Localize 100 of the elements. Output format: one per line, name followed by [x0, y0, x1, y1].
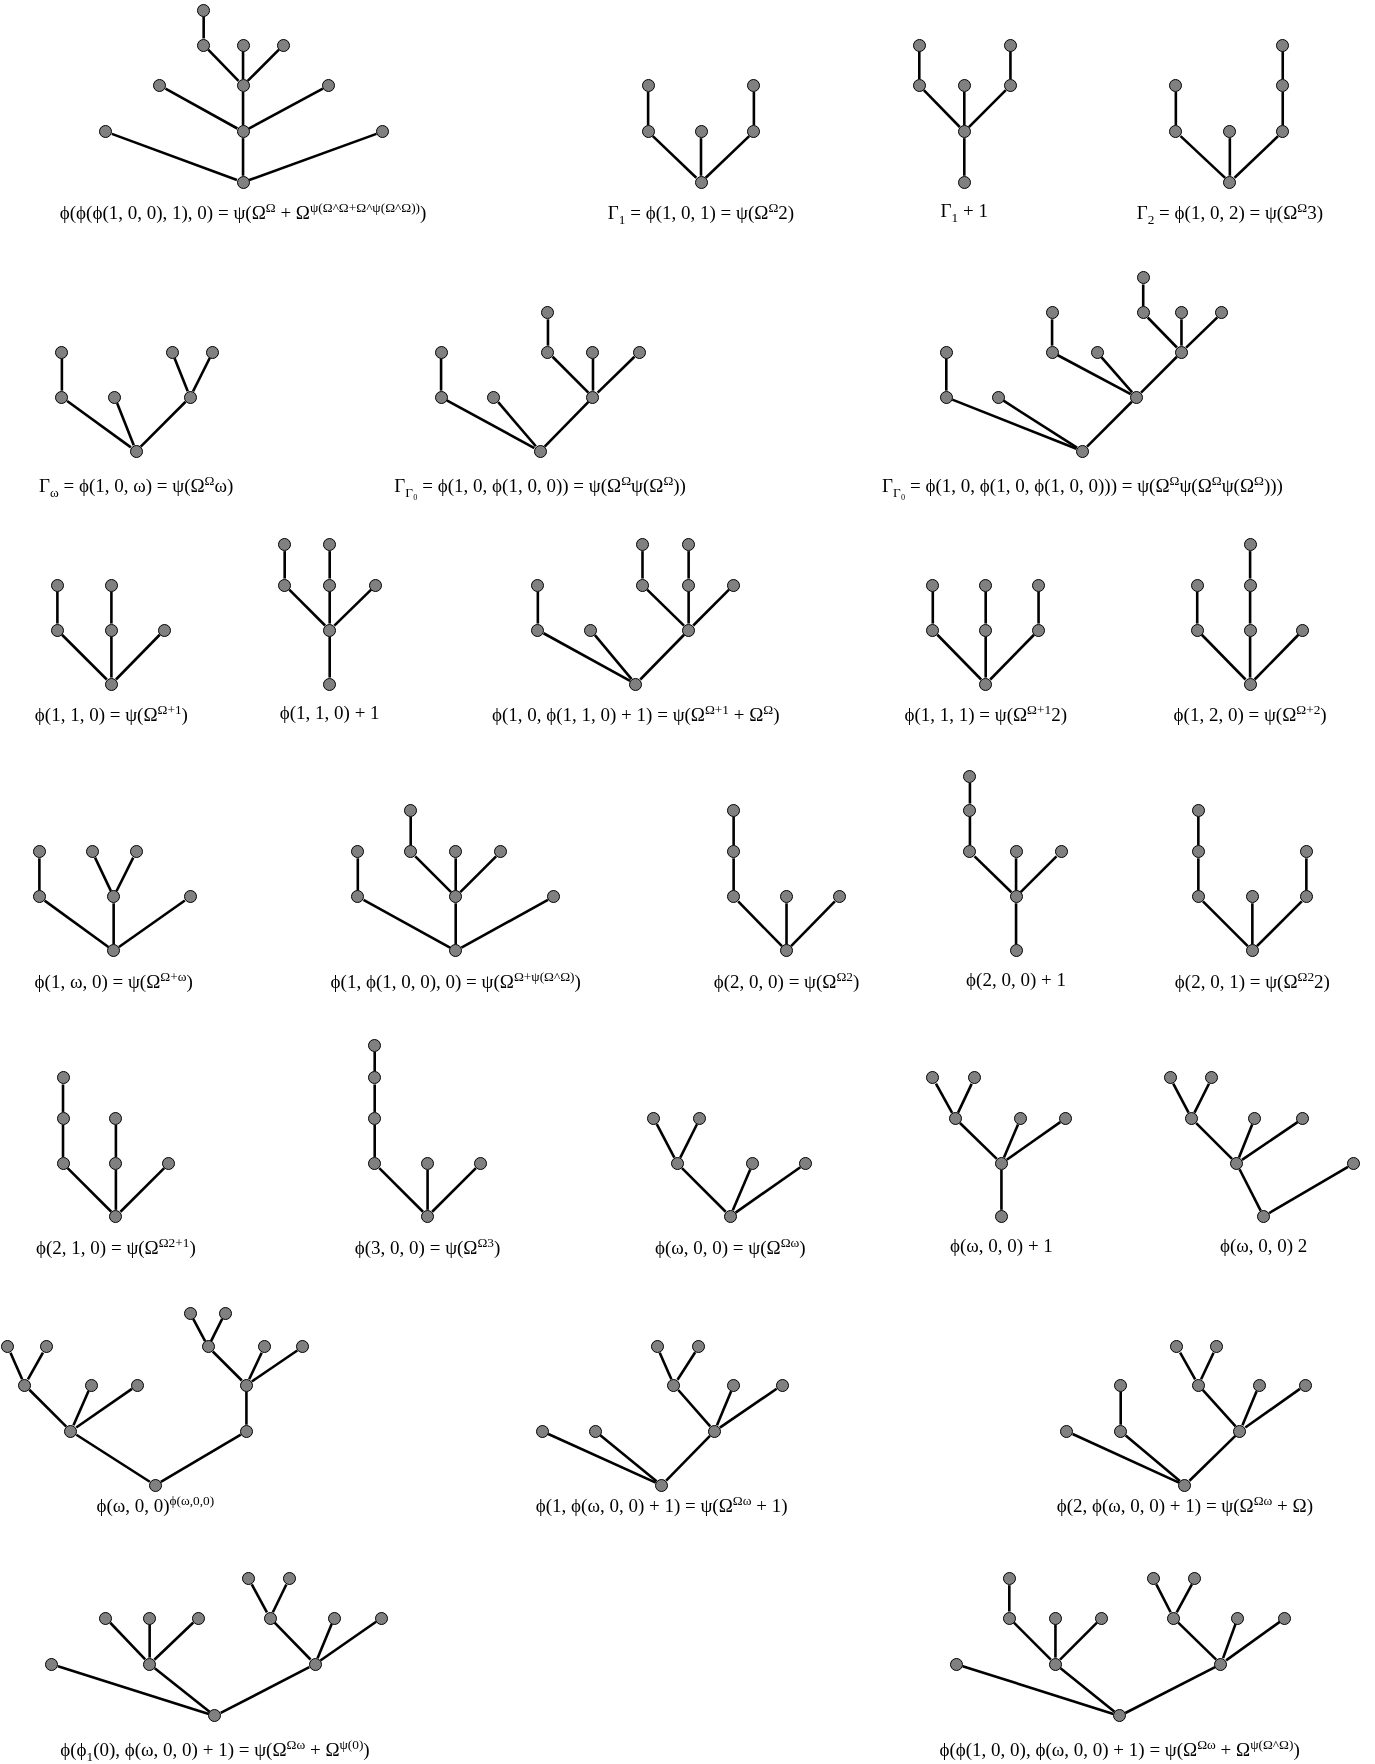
tree-vertex	[780, 890, 793, 904]
tree-vertex	[694, 125, 708, 139]
tree-vertex	[494, 845, 508, 859]
tree-edge	[110, 591, 113, 624]
tree-edge	[43, 899, 110, 949]
tree-vertex	[727, 845, 741, 859]
tree-vertex	[979, 623, 993, 637]
tree-vertex	[1002, 1572, 1016, 1586]
tree-edge	[119, 1167, 166, 1213]
tree-vertex	[1114, 1424, 1128, 1438]
tree-vertex	[1296, 1111, 1310, 1125]
tree-edge	[283, 551, 286, 579]
tree-vertex	[547, 890, 561, 904]
tree-edge	[1002, 1123, 1020, 1158]
tree-vertex	[531, 623, 545, 637]
tree-vertex	[723, 1209, 737, 1223]
tree-edge	[1305, 858, 1308, 891]
tree-vertex	[242, 1572, 256, 1586]
tree-vertex	[153, 79, 167, 92]
tree-edge	[1244, 1387, 1301, 1429]
tree-edge	[271, 1583, 288, 1613]
tree-edge	[1248, 551, 1252, 579]
tree-vertex	[282, 1572, 296, 1586]
tree-edge	[454, 903, 457, 945]
tree-vertex	[1174, 306, 1188, 320]
ordinal-formula: Γ$_{ω}$ = ϕ(1, 0, ω) = ψ(Ω$^{Ω}$ω)	[38, 472, 234, 501]
tree-edge	[918, 51, 921, 79]
tree-vertex	[130, 1378, 144, 1392]
tree-vertex	[108, 390, 122, 404]
tree-vertex	[323, 538, 337, 552]
tree-edge	[316, 1623, 333, 1659]
tree-edge	[66, 399, 132, 449]
tree-edge	[1000, 1169, 1003, 1210]
tree-vertex	[1298, 1378, 1312, 1392]
tree-edge	[681, 1167, 727, 1213]
tree-vertex	[1223, 125, 1237, 139]
tree-edge	[192, 1318, 207, 1342]
tree-vertex	[162, 1156, 176, 1170]
tree-edge	[248, 1352, 263, 1380]
tree-vertex	[780, 944, 793, 958]
tree-vertex	[939, 390, 953, 404]
tree-vertex	[1191, 890, 1205, 904]
tree-vertex	[1252, 1378, 1266, 1392]
tree-edge	[1199, 1352, 1215, 1380]
ordinal-formula: Γ$_{Γ₀}$ = ϕ(1, 0, ϕ(1, 0, ϕ(1, 0, 0))) = ψ(Ω$^{Ω}$ψ(Ω$^{Ω}$ψ(Ω$^{Ω}$)))	[882, 472, 1283, 501]
ordinal-formula: ϕ(ω, 0, 0)$^{ϕ(ω,0,0)}$	[96, 1493, 215, 1518]
tree-vertex	[632, 345, 646, 359]
tree-vertex	[588, 1424, 602, 1438]
tree-vertex	[799, 1156, 813, 1170]
tree-vertex	[1090, 345, 1104, 359]
tree-vertex	[926, 623, 940, 637]
tree-vertex	[1009, 944, 1023, 958]
ordinal-formula: ϕ(ϕ(ϕ(1, 0, 0), 1), 0) = ψ(Ω$^{Ω}$ + Ω$^{ψ(Ω^Ω+Ω^ψ(Ω^Ω))}$)	[59, 200, 427, 225]
tree-vertex	[636, 578, 649, 592]
tree-edge	[1237, 1124, 1254, 1158]
tree-vertex	[1146, 1572, 1160, 1586]
tree-vertex	[1136, 306, 1150, 320]
tree-vertex	[165, 345, 179, 359]
tree-edge	[962, 1664, 1114, 1716]
tree-edge	[734, 1166, 802, 1214]
ordinal-formula: ϕ(1, 2, 0) = ψ(Ω$^{Ω+2}$)	[1173, 702, 1327, 727]
tree-vertex	[404, 803, 418, 817]
tree-vertex	[197, 3, 211, 17]
tree-vertex	[682, 538, 696, 552]
tree-vertex	[148, 1478, 162, 1492]
ordinal-formula: ϕ(2, 0, 0) + 1	[966, 968, 1066, 991]
tree-vertex	[368, 1156, 382, 1170]
tree-vertex	[157, 623, 171, 637]
tree-vertex	[351, 890, 365, 904]
ordinal-formula: Γ$_{1}$ = ϕ(1, 0, 1) = ψ(Ω$^{Ω}$2)	[607, 200, 795, 229]
tree-edge	[439, 358, 443, 391]
tree-edge	[1238, 1168, 1262, 1212]
tree-vertex	[374, 1611, 388, 1625]
tree-vertex	[963, 845, 977, 859]
tree-edge	[639, 633, 685, 681]
tree-edge	[431, 1167, 477, 1213]
tree-vertex	[201, 1340, 215, 1354]
tree-vertex	[1169, 79, 1183, 92]
tree-vertex	[351, 845, 365, 859]
tree-edge	[241, 51, 245, 79]
tree-edge	[646, 588, 685, 627]
tree-vertex	[18, 1378, 32, 1392]
tree-vertex	[1113, 1709, 1127, 1723]
tree-vertex	[727, 1378, 741, 1392]
tree-edge	[362, 898, 451, 949]
tree-vertex	[1299, 890, 1313, 904]
tree-edge	[737, 900, 783, 948]
tree-vertex	[1231, 1611, 1245, 1625]
tree-edge	[114, 1124, 118, 1157]
tree-vertex	[939, 345, 953, 359]
tree-vertex	[1178, 1478, 1192, 1492]
tree-vertex	[1003, 79, 1017, 92]
tree-vertex	[236, 38, 250, 52]
tree-vertex	[1276, 38, 1290, 52]
tree-edge	[934, 1083, 954, 1114]
tree-edge	[679, 1123, 699, 1159]
tree-vertex	[129, 845, 143, 859]
tree-vertex	[1014, 1111, 1028, 1125]
tree-vertex	[1205, 1071, 1219, 1085]
tree-edge	[951, 398, 1077, 450]
